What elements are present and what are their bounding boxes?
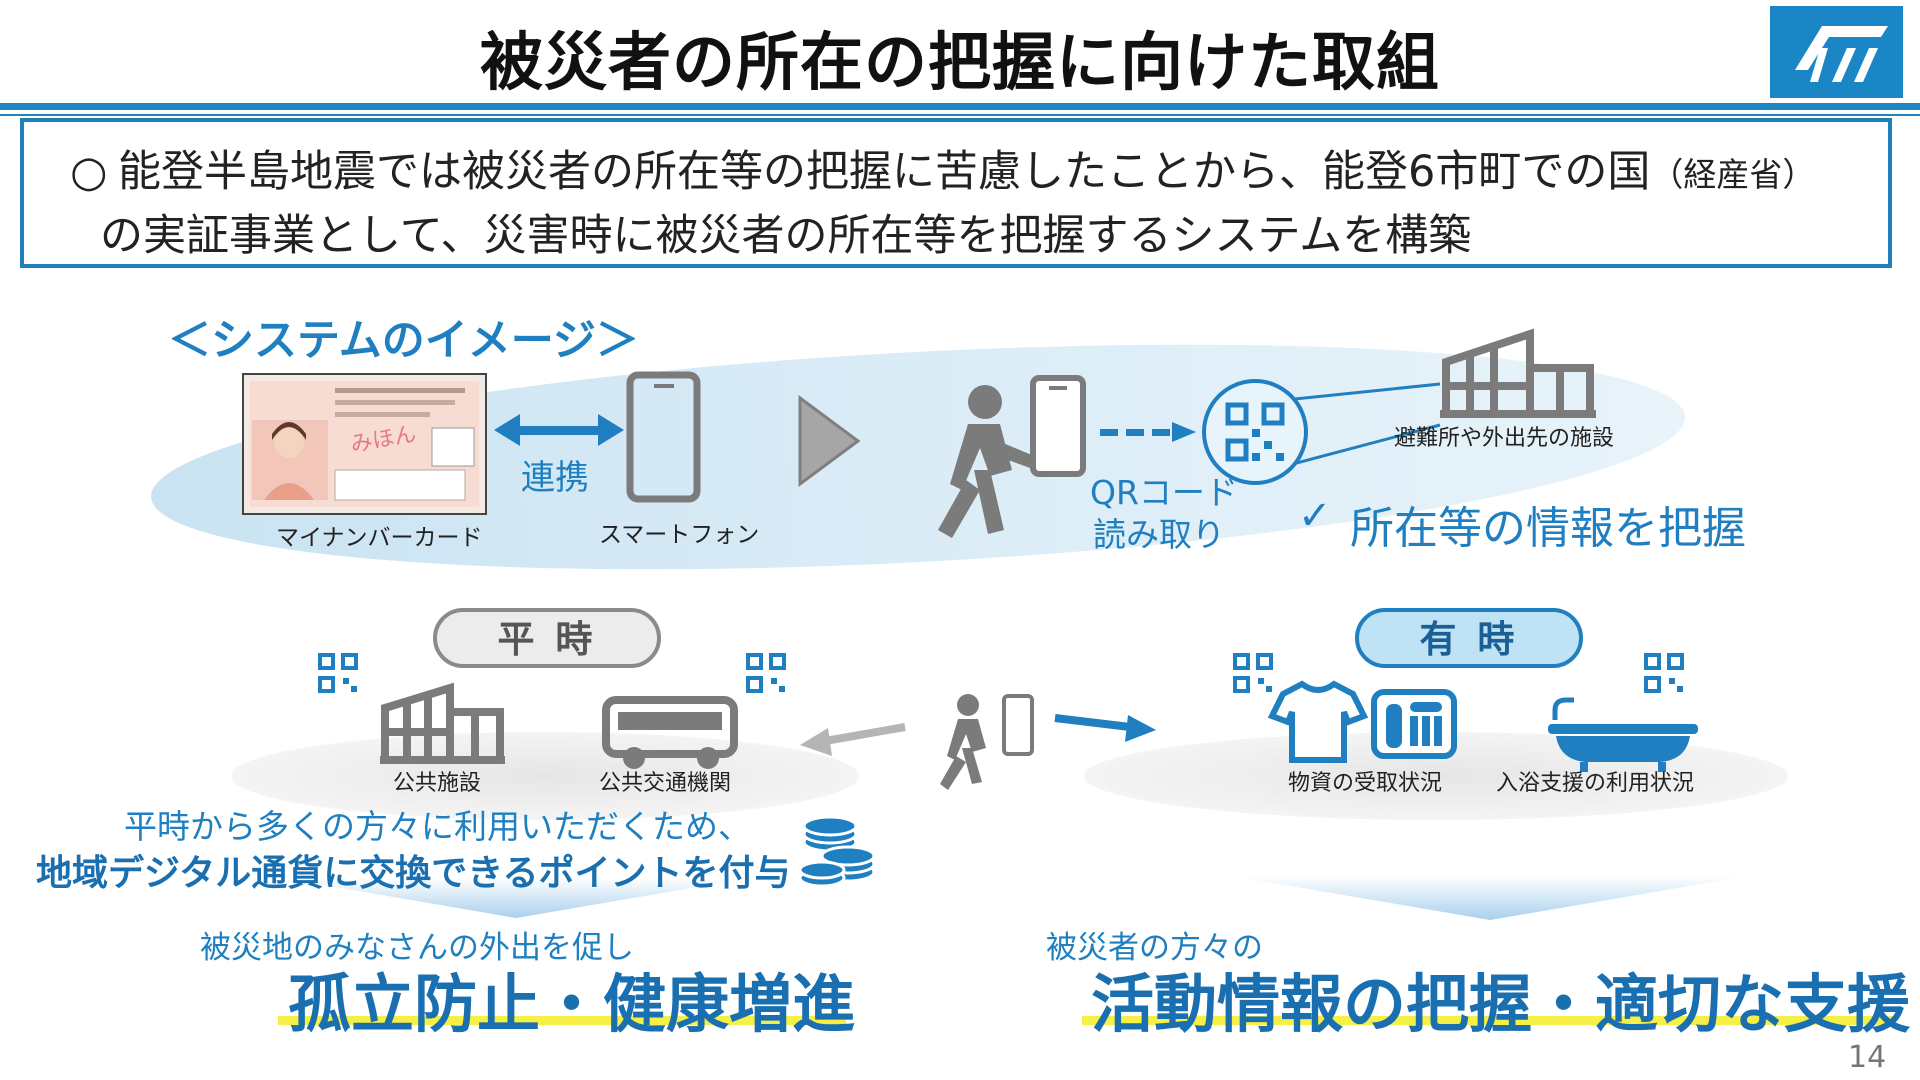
dashed-arrow-icon [1100, 422, 1196, 442]
supplies-caption: 物資の受取状況 [1288, 771, 1443, 796]
bidirectional-arrow-icon [494, 414, 624, 446]
public-facility-caption: 公共施設 [393, 771, 482, 796]
intro-text-1: 能登半島地震では被災者の所在等の把握に苦慮したことから、能登6市町での国 [118, 147, 1651, 197]
intro-line-2: の実証事業として、災害時に被災者の所在等を把握するシステムを構築 [100, 211, 1472, 261]
highlight-bar [278, 1016, 846, 1025]
arrow-right-blue-icon [1054, 714, 1156, 742]
qr-code-icon [1202, 379, 1441, 485]
page-number: 14 [1848, 1040, 1887, 1075]
result-text: 所在等の情報を把握 [1350, 503, 1746, 554]
public-transport-caption: 公共交通機関 [599, 771, 732, 796]
qr-label-line-2: 読み取り [1093, 515, 1225, 554]
walking-person-icon [938, 385, 1034, 538]
link-label: 連携 [521, 458, 589, 498]
qr-code-icon [1233, 653, 1273, 693]
smartphone-caption: スマートフォン [599, 522, 760, 548]
outcome-left-lead: 被災地のみなさんの外出を促し [200, 930, 634, 966]
t-shirt-icon [1267, 680, 1369, 763]
public-facility-icon [380, 682, 505, 764]
emergency-time-badge: 有 時 [1355, 608, 1583, 668]
normal-time-badge: 平 時 [433, 608, 661, 668]
bath-caption: 入浴支援の利用状況 [1496, 771, 1695, 796]
points-text-1: 平時から多くの方々に利用いただくため、 [124, 807, 751, 846]
qr-code-icon [318, 653, 358, 693]
intro-note: （経産省） [1650, 155, 1816, 194]
arrow-left-gray-icon [800, 723, 906, 756]
bullet-mark: ○ [70, 147, 108, 197]
bus-icon [602, 696, 738, 769]
bathtub-icon [1548, 697, 1698, 772]
play-arrow-icon [798, 395, 861, 487]
points-text-2: 地域デジタル通貨に交換できるポイントを付与 [36, 853, 791, 894]
walking-person-icon [940, 694, 986, 790]
smartphone-icon [1002, 694, 1034, 756]
intro-box: ○能登半島地震では被災者の所在等の把握に苦慮したことから、能登6市町での国（経産… [20, 118, 1892, 268]
qr-code-icon [1644, 653, 1684, 693]
coins-icon [798, 815, 876, 888]
check-icon: ✓ [1298, 493, 1332, 539]
header-rule-thin [0, 114, 1920, 116]
page-title: 被災者の所在の把握に向けた取組 [480, 26, 1440, 99]
system-image-label: ＜システムのイメージ＞ [168, 316, 639, 366]
intro-line-1: ○能登半島地震では被災者の所在等の把握に苦慮したことから、能登6市町での国（経産… [70, 137, 1815, 199]
facility-building-icon [1440, 328, 1596, 418]
qr-code-icon [746, 653, 786, 693]
outcome-right-main: 活動情報の把握・適切な支援 [1091, 968, 1910, 1041]
facility-caption: 避難所や外出先の施設 [1394, 426, 1615, 451]
my-number-card-caption: マイナンバーカード [276, 525, 483, 551]
outcome-right-lead: 被災者の方々の [1046, 930, 1263, 966]
my-number-card-icon: みほん [242, 373, 487, 515]
qr-label-line-1: QRコード [1090, 473, 1238, 512]
highlight-bar [1082, 1016, 1896, 1025]
header-rule [0, 103, 1920, 110]
smartphone-icon [626, 371, 701, 503]
food-supplies-icon [1371, 689, 1457, 759]
smartphone-icon [1030, 375, 1086, 477]
outcome-left-main: 孤立防止・健康増進 [288, 968, 855, 1041]
prefecture-emblem-icon [1770, 6, 1903, 98]
